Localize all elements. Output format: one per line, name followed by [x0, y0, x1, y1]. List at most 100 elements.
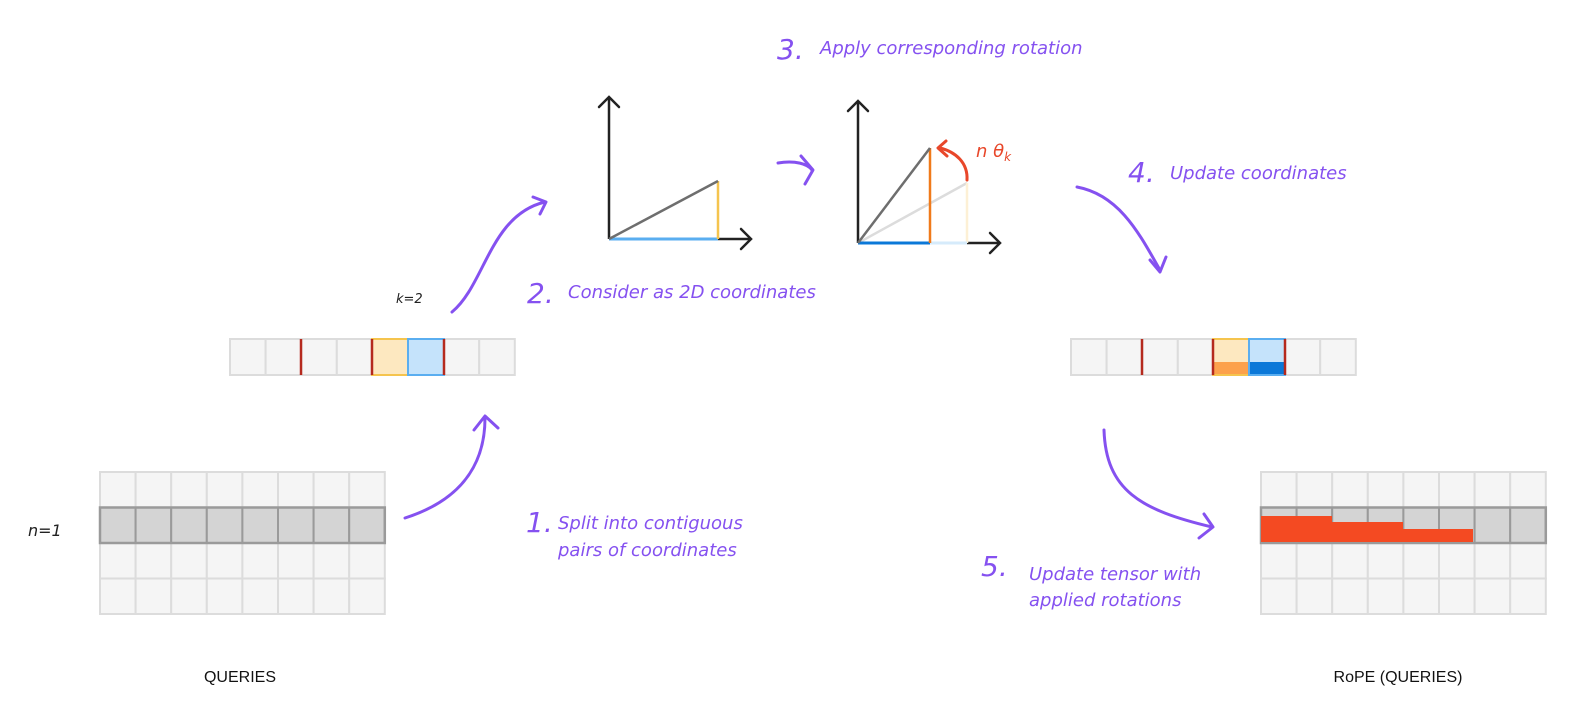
coordinates-plot: [597, 95, 753, 251]
strip-cell: [335, 338, 374, 376]
highlighted-cell: [348, 506, 386, 544]
grid-cell: [1331, 542, 1369, 580]
highlighted-row-outline: [98, 506, 387, 545]
grid-cell: [134, 471, 173, 509]
grid-cell: [1473, 542, 1512, 580]
grid-cell: [1295, 577, 1334, 615]
grid-cell: [99, 471, 137, 509]
rope-rotation-bars: [1261, 516, 1473, 542]
x-axis-arrowhead: [739, 227, 753, 251]
svg-text:applied rotations: applied rotations: [1029, 590, 1181, 611]
grid-cell: [1473, 577, 1512, 615]
svg-text:Update tensor with: Update tensor with: [1029, 564, 1201, 585]
svg-text:3.: 3.: [777, 33, 804, 66]
rope-tensor-grid: [1259, 471, 1548, 615]
grid-cell: [1509, 577, 1547, 615]
k-label: k=2: [396, 292, 423, 307]
strip-cell: [478, 338, 516, 376]
strip-cell: [1141, 338, 1179, 376]
grid-cell: [170, 577, 208, 615]
strip-cell: [1283, 338, 1322, 376]
strip-cell: [1105, 338, 1144, 376]
highlighted-cell: [1473, 506, 1512, 544]
grid-cell: [1402, 542, 1441, 580]
svg-text:Split into contiguous: Split into contiguous: [558, 513, 743, 534]
vector: [608, 179, 719, 241]
grid-cell: [1473, 471, 1512, 509]
strip-cell: [229, 338, 267, 376]
pair-y-cell: [407, 338, 445, 376]
grid-cell: [1260, 577, 1298, 615]
flow-arrow-1: [403, 414, 500, 520]
grid-cell: [170, 471, 208, 509]
grid-cell: [1331, 577, 1369, 615]
grid-cell: [99, 577, 137, 615]
step-3-label: 3. Apply corresponding rotation: [777, 33, 1083, 66]
svg-text:Consider as 2D coordinates: Consider as 2D coordinates: [568, 282, 816, 303]
grid-cell: [1366, 542, 1405, 580]
strip-cell: [1319, 338, 1357, 376]
grid-cell: [1509, 471, 1547, 509]
query-pair-highlight: [299, 338, 446, 376]
grid-cell: [348, 471, 386, 509]
rope-queries-caption: RoPE (QUERIES): [1334, 669, 1463, 686]
svg-text:Update coordinates: Update coordinates: [1170, 163, 1347, 184]
updated-y-fill: [1250, 362, 1284, 374]
y-axis-arrowhead: [597, 95, 621, 109]
flow-arrow-5: [1102, 428, 1215, 540]
step-4-label: 4. Update coordinates: [1128, 156, 1347, 189]
grid-cell: [1509, 542, 1547, 580]
grid-cell: [241, 577, 279, 615]
theta-label: n θk: [976, 141, 1012, 164]
step-1-label: 1. Split into contiguous pairs of coordi…: [526, 506, 743, 561]
svg-text:pairs of coordinates: pairs of coordinates: [557, 540, 737, 561]
grid-cell: [1260, 471, 1298, 509]
original-vector: [857, 181, 968, 245]
grid-cell: [277, 577, 315, 615]
step-2-label: 2. Consider as 2D coordinates: [527, 277, 816, 310]
grid-cell: [241, 542, 279, 580]
grid-cell: [205, 577, 244, 615]
grid-cell: [1402, 471, 1441, 509]
svg-text:5.: 5.: [981, 550, 1008, 583]
highlighted-cell: [277, 506, 315, 544]
rope-bar-3: [1403, 529, 1473, 542]
rotated-vector: [857, 147, 931, 244]
grid-cell: [170, 542, 208, 580]
grid-cell: [1295, 471, 1334, 509]
grid-cell: [312, 577, 351, 615]
highlighted-cell: [205, 506, 244, 544]
flow-arrow-3: [776, 154, 815, 186]
grid-cell: [348, 577, 386, 615]
step-5-label: 5. Update tensor with applied rotations: [981, 550, 1201, 611]
svg-text:4.: 4.: [1128, 156, 1155, 189]
highlighted-cell: [1509, 506, 1547, 544]
grid-cell: [205, 542, 244, 580]
strip-cell: [442, 338, 481, 376]
rotation-arrowhead: [936, 139, 949, 158]
grid-cell: [1438, 542, 1476, 580]
highlighted-cell: [312, 506, 351, 544]
strip-cell: [300, 338, 338, 376]
grid-cell: [134, 542, 173, 580]
grid-cell: [99, 542, 137, 580]
grid-cell: [241, 471, 279, 509]
grid-cell: [312, 471, 351, 509]
pair-x-cell: [371, 338, 409, 376]
grid-cell: [134, 577, 173, 615]
flow-arrow-4: [1075, 185, 1168, 274]
grid-cell: [1331, 471, 1369, 509]
queries-tensor-grid: [98, 471, 387, 615]
grid-cell: [312, 542, 351, 580]
grid-cell: [1295, 542, 1334, 580]
updated-x-fill: [1214, 362, 1248, 374]
grid-cell: [1402, 577, 1441, 615]
rope-bar-2: [1332, 522, 1403, 542]
strip-cell: [1176, 338, 1215, 376]
highlighted-cell: [99, 506, 137, 544]
grid-cell: [277, 471, 315, 509]
grid-cell: [1366, 471, 1405, 509]
grid-cell: [1260, 542, 1298, 580]
grid-cell: [1438, 471, 1476, 509]
